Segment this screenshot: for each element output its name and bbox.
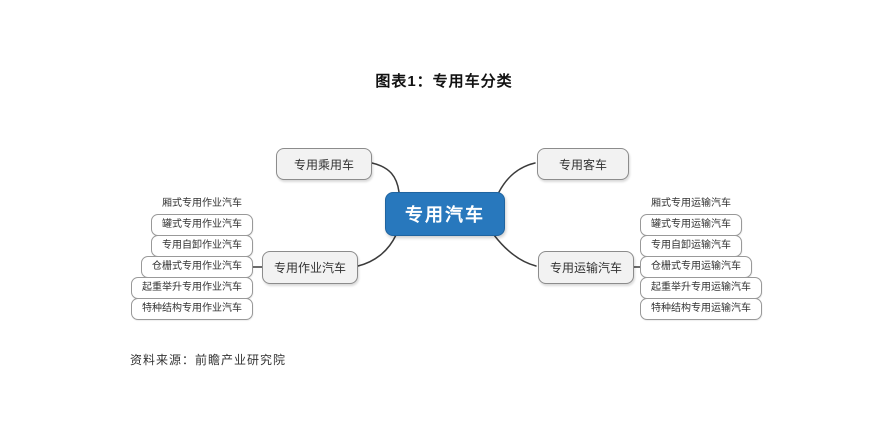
branch-label: 专用作业汽车 <box>273 261 346 275</box>
transport-items-stack: 厢式专用运输汽车 罐式专用运输汽车 专用自卸运输汽车 仓栅式专用运输汽车 起重举… <box>640 194 762 320</box>
leaf-item: 起重举升专用作业汽车 <box>131 277 253 299</box>
center-node-label: 专用汽车 <box>405 205 485 225</box>
leaf-item: 特种结构专用作业汽车 <box>131 298 253 320</box>
leaf-item: 罐式专用运输汽车 <box>640 214 742 236</box>
source-note: 资料来源：前瞻产业研究院 <box>130 353 287 367</box>
leaf-item: 罐式专用作业汽车 <box>151 214 253 236</box>
link-center-transport <box>493 234 537 267</box>
leaf-item: 专用自卸作业汽车 <box>151 235 253 257</box>
link-center-bus <box>498 162 536 193</box>
leaf-item: 起重举升专用运输汽车 <box>640 277 762 299</box>
figure-title: 图表1：专用车分类 <box>375 73 513 90</box>
leaf-item: 专用自卸运输汽车 <box>640 235 742 257</box>
branch-label: 专用运输汽车 <box>549 261 622 275</box>
branch-node-passenger: 专用乘用车 <box>276 148 372 180</box>
leaf-item: 厢式专用运输汽车 <box>651 198 731 209</box>
link-center-passenger <box>371 162 400 193</box>
branch-label: 专用客车 <box>558 157 607 172</box>
work-items-stack: 厢式专用作业汽车 罐式专用作业汽车 专用自卸作业汽车 仓栅式专用作业汽车 起重举… <box>131 194 253 320</box>
branch-node-work: 专用作业汽车 <box>262 251 358 284</box>
leaf-item: 仓栅式专用作业汽车 <box>141 256 253 278</box>
center-node: 专用汽车 <box>385 192 505 236</box>
branch-node-transport: 专用运输汽车 <box>538 251 634 284</box>
branch-node-bus: 专用客车 <box>537 148 629 180</box>
leaf-item: 厢式专用作业汽车 <box>162 198 242 209</box>
link-center-work <box>357 234 397 267</box>
branch-label: 专用乘用车 <box>293 157 354 172</box>
leaf-item: 仓栅式专用运输汽车 <box>640 256 752 278</box>
leaf-item: 特种结构专用运输汽车 <box>640 298 762 320</box>
